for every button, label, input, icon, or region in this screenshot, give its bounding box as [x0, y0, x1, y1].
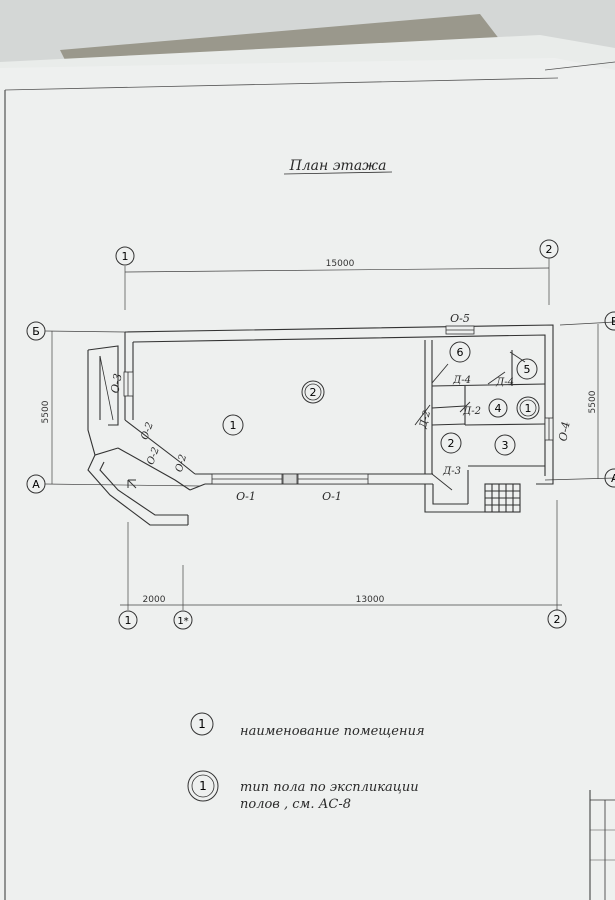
floor-type-number: 2	[310, 386, 317, 399]
arrow-mark	[127, 479, 137, 489]
dimension-label-top: 15000	[326, 259, 355, 269]
grid-axis-label: 2	[554, 613, 561, 626]
bay-diagonal	[99, 355, 114, 421]
plan-title: План этажа	[289, 158, 387, 174]
room-number: 1	[230, 419, 237, 432]
grid-axis-label: А	[611, 472, 615, 485]
grid-axis-marker-right-top	[604, 311, 615, 331]
dimension-label-left: 5500	[41, 400, 51, 423]
room-marker	[516, 358, 538, 380]
dimension-label-bottom-right: 13000	[356, 595, 385, 605]
door-label: Д-2	[418, 409, 434, 430]
window-label: О-2	[174, 453, 189, 473]
legend-floor-text-1: тип пола по экспликации	[240, 780, 419, 795]
grid-axis-label: А	[32, 478, 40, 491]
room-number: 2	[448, 437, 455, 450]
door-swing	[414, 404, 431, 426]
title-underline	[283, 171, 393, 175]
room-number: 6	[457, 346, 464, 359]
window-label: О-4	[556, 421, 572, 443]
grid-axis-label: Б	[32, 325, 40, 338]
floor-type-marker	[301, 380, 325, 404]
window-label: О-3	[108, 373, 124, 395]
room-marker	[494, 434, 516, 456]
grid-axis-label: 1	[122, 250, 129, 263]
door-label: Д-2	[462, 406, 481, 417]
legend-floor-text-2: полов , см. АС-8	[240, 797, 351, 812]
floor-type-number: 1	[525, 402, 532, 415]
room-marker	[222, 414, 244, 436]
window-label: О-1	[236, 490, 256, 503]
legend-room-text: наименование помещения	[240, 724, 425, 739]
legend-floor-number: 1	[199, 779, 207, 793]
dimension-line-top	[124, 267, 550, 273]
door-label: Д-3	[442, 466, 461, 477]
window-label: О-5	[450, 312, 470, 325]
column	[282, 473, 298, 485]
dimension-label-right: 5500	[588, 390, 598, 413]
legend-room-number: 1	[198, 717, 206, 731]
floor-type-marker	[516, 396, 540, 420]
grid-axis-marker-top-left	[115, 246, 135, 266]
dimension-label-bottom-left: 2000	[143, 595, 166, 605]
door-label: Д-4	[452, 375, 471, 386]
room-number: 5	[524, 363, 531, 376]
grid-axis-label: 1	[125, 614, 132, 627]
door-label: Д-4	[495, 377, 514, 388]
door-swing	[431, 473, 453, 491]
room-number: 4	[495, 402, 502, 415]
grid-axis-label: 2	[546, 243, 553, 256]
room-number: 3	[502, 439, 509, 452]
door-swing	[487, 371, 506, 385]
room-marker	[440, 432, 462, 454]
window-left-o3	[123, 371, 134, 397]
grid-axis-marker-right-bottom	[604, 468, 615, 488]
window-label: О-1	[322, 490, 342, 503]
room-marker	[449, 341, 471, 363]
door-swing	[431, 363, 449, 384]
legend-room-marker	[190, 712, 214, 736]
grid-axis-label: Б	[611, 315, 615, 328]
windows	[123, 325, 554, 485]
grid-axis-label: 1*	[177, 616, 188, 627]
grid-axis-marker-bottom-mid	[173, 610, 193, 630]
grid-axis-marker-bottom-left	[118, 610, 138, 630]
legend-floor-marker	[187, 770, 219, 802]
frame-top	[4, 77, 559, 91]
door-swing	[459, 401, 471, 413]
grid-axis-marker-bottom-right	[547, 609, 567, 629]
room-marker	[488, 398, 508, 418]
